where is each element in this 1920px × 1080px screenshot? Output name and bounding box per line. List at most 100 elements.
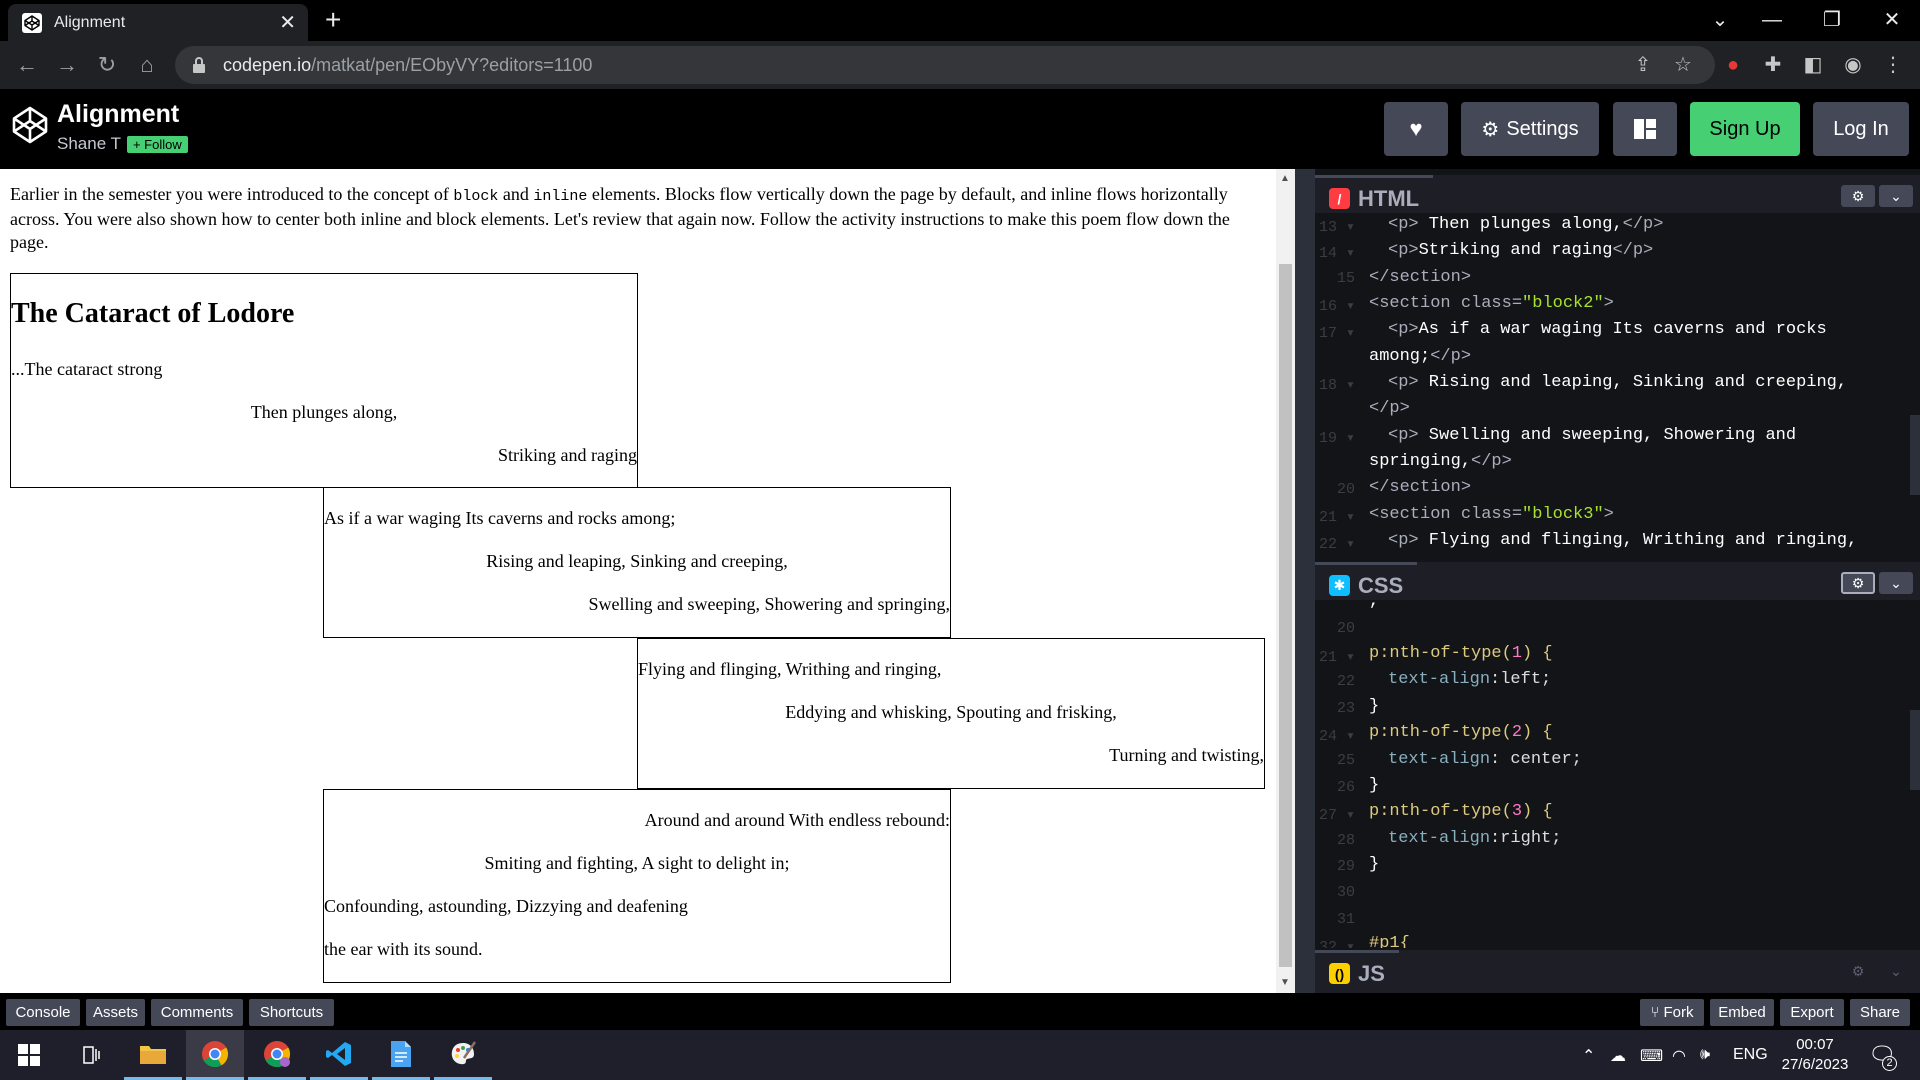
poem-line: Swelling and sweeping, Showering and spr… [588, 594, 950, 614]
code-line: } [1369, 697, 1380, 716]
css-editor-settings-icon[interactable]: ⚙ [1841, 572, 1875, 594]
js-editor-collapse-icon[interactable]: ⌄ [1879, 960, 1913, 982]
code-line: text-align:right; [1388, 829, 1562, 848]
code-line: text-align:left; [1388, 670, 1552, 689]
extension-red-icon[interactable]: ● [1726, 54, 1740, 76]
tab-search-chevron-icon[interactable]: ⌄ [1711, 9, 1729, 31]
code-line: p:nth-of-type(1) { [1369, 644, 1553, 663]
js-editor-settings-icon[interactable]: ⚙ [1841, 960, 1875, 982]
layout-icon [1634, 119, 1656, 139]
show-hidden-icons-chevron[interactable]: ⌃ [1582, 1048, 1596, 1065]
export-button[interactable]: Export [1780, 999, 1844, 1026]
extensions-puzzle-icon[interactable]: ✚ [1764, 54, 1782, 76]
bookmark-star-icon[interactable]: ☆ [1674, 54, 1692, 76]
log-in-button[interactable]: Log In [1813, 102, 1909, 156]
code-line: </p> [1369, 399, 1410, 418]
file-explorer-icon[interactable] [124, 1030, 182, 1080]
close-window-icon[interactable]: ✕ [1883, 9, 1901, 31]
profile-avatar[interactable]: ◉ [1844, 54, 1862, 76]
resize-gutter[interactable] [1295, 169, 1315, 993]
settings-button[interactable]: ⚙ Settings [1461, 102, 1599, 156]
poem-line: Around and around With endless rebound: [644, 810, 950, 830]
browser-tab[interactable]: Alignment ✕ [8, 4, 308, 41]
love-button[interactable]: ♥ [1384, 102, 1448, 156]
restore-icon[interactable]: ❐ [1823, 9, 1841, 31]
wifi-icon[interactable]: ◠ [1672, 1048, 1686, 1065]
codepen-logo-icon[interactable] [10, 105, 50, 145]
code-line: <p>Striking and raging</p> [1388, 241, 1654, 260]
css-code-area[interactable]: 20 21 ▾22 23 24 ▾25 26 27 ▾28 29 30 31 3… [1315, 600, 1920, 948]
input-method-icon[interactable]: ⌨ [1640, 1048, 1664, 1065]
line-number: 25 [1336, 752, 1355, 770]
preview-scrollbar[interactable]: ▲ ▼ [1276, 169, 1295, 993]
line-number: 21 ▾ [1318, 648, 1355, 666]
poem-block-4: Around and around With endless rebound: … [323, 789, 951, 983]
fork-button[interactable]: ⑂ Fork [1640, 999, 1704, 1026]
scroll-down-icon[interactable]: ▼ [1280, 977, 1290, 988]
notepad-icon[interactable] [372, 1030, 430, 1080]
onedrive-cloud-icon[interactable]: ☁ [1610, 1048, 1626, 1065]
line-number: 22 [1336, 673, 1355, 691]
css-editor-collapse-icon[interactable]: ⌄ [1879, 572, 1913, 594]
code-line: <p> Rising and leaping, Sinking and cree… [1388, 373, 1848, 392]
html-editor-settings-icon[interactable]: ⚙ [1841, 185, 1875, 207]
windows-start-icon[interactable] [0, 1030, 58, 1080]
css-editor-header: ✱ CSS ⚙ ⌄ [1315, 562, 1920, 606]
assets-button[interactable]: Assets [86, 999, 145, 1026]
home-icon[interactable]: ⌂ [140, 52, 154, 77]
follow-button[interactable]: + Follow [126, 135, 188, 153]
css-editor-scrollbar[interactable] [1910, 710, 1920, 790]
js-editor-tab[interactable]: () JS [1315, 950, 1399, 994]
author-name[interactable]: Shane T [57, 134, 121, 153]
volume-icon[interactable]: 🕪 [1700, 1046, 1711, 1063]
share-page-icon[interactable]: ⇪ [1634, 54, 1652, 76]
change-view-button[interactable] [1613, 102, 1677, 156]
chrome-icon[interactable] [186, 1030, 244, 1080]
console-button[interactable]: Console [6, 999, 80, 1026]
shortcuts-button[interactable]: Shortcuts [249, 999, 334, 1026]
html-editor-collapse-icon[interactable]: ⌄ [1879, 185, 1913, 207]
code-line: #p1{ [1369, 934, 1410, 948]
share-button[interactable]: Share [1850, 999, 1910, 1026]
side-panel-icon[interactable]: ◧ [1803, 54, 1823, 76]
poem-title: The Cataract of Lodore [11, 298, 295, 329]
paint-icon[interactable] [434, 1030, 492, 1080]
new-tab-button[interactable]: + [325, 4, 342, 35]
code-line: <section class="block3"> [1369, 505, 1614, 524]
task-view-icon[interactable] [62, 1030, 120, 1080]
settings-label: Settings [1506, 117, 1579, 140]
intro-paragraph: Earlier in the semester you were introdu… [10, 184, 1230, 252]
code-line: text-align: center; [1388, 750, 1582, 769]
back-icon[interactable]: ← [16, 52, 38, 77]
browser-menu-icon[interactable]: ⋮ [1883, 54, 1903, 76]
css-editor-tab[interactable]: ✱ CSS [1315, 562, 1418, 606]
line-number: 29 [1336, 858, 1355, 875]
browser-tab-bar: Alignment ✕ + ⌄ — ❐ ✕ [0, 0, 1920, 41]
sign-up-button[interactable]: Sign Up [1690, 102, 1800, 156]
system-clock[interactable]: 00:07 27/6/2023 [1770, 1035, 1860, 1075]
line-number: 14 ▾ [1318, 245, 1355, 263]
css-badge-icon: ✱ [1329, 575, 1350, 596]
address-bar[interactable]: codepen.io/matkat/pen/EObyVY?editors=110… [175, 46, 1715, 84]
comments-button[interactable]: Comments [151, 999, 243, 1026]
js-editor-header: () JS ⚙ ⌄ [1315, 950, 1920, 994]
scrollbar-thumb[interactable] [1279, 264, 1292, 967]
code-line: } [1369, 776, 1380, 795]
language-indicator[interactable]: ENG [1733, 1046, 1768, 1063]
html-editor-tab[interactable]: / HTML [1315, 175, 1434, 219]
notification-count: 2 [1882, 1056, 1897, 1071]
forward-icon[interactable]: → [56, 52, 78, 77]
html-code-area[interactable]: 13 ▾14 ▾15 16 ▾17 ▾ 18 ▾ 19 ▾ 20 21 ▾22 … [1315, 213, 1920, 552]
scroll-up-icon[interactable]: ▲ [1280, 173, 1290, 184]
codepen-header: Alignment Shane T + Follow ♥ ⚙ Settings … [0, 89, 1920, 169]
url-text: codepen.io/matkat/pen/EObyVY?editors=110… [223, 54, 593, 75]
reload-icon[interactable]: ↻ [97, 52, 117, 77]
tab-close-icon[interactable]: ✕ [279, 12, 296, 34]
windows-taskbar: ⌃ ☁ ⌨ ◠ 🕪 ENG 00:07 27/6/2023 🗨 2 [0, 1030, 1920, 1080]
notification-center-icon[interactable]: 🗨 2 [1868, 1042, 1897, 1071]
vscode-icon[interactable] [310, 1030, 368, 1080]
html-editor-scrollbar[interactable] [1910, 415, 1920, 495]
minimize-icon[interactable]: — [1762, 9, 1782, 31]
embed-button[interactable]: Embed [1710, 999, 1774, 1026]
chrome-profile-icon[interactable] [248, 1030, 306, 1080]
